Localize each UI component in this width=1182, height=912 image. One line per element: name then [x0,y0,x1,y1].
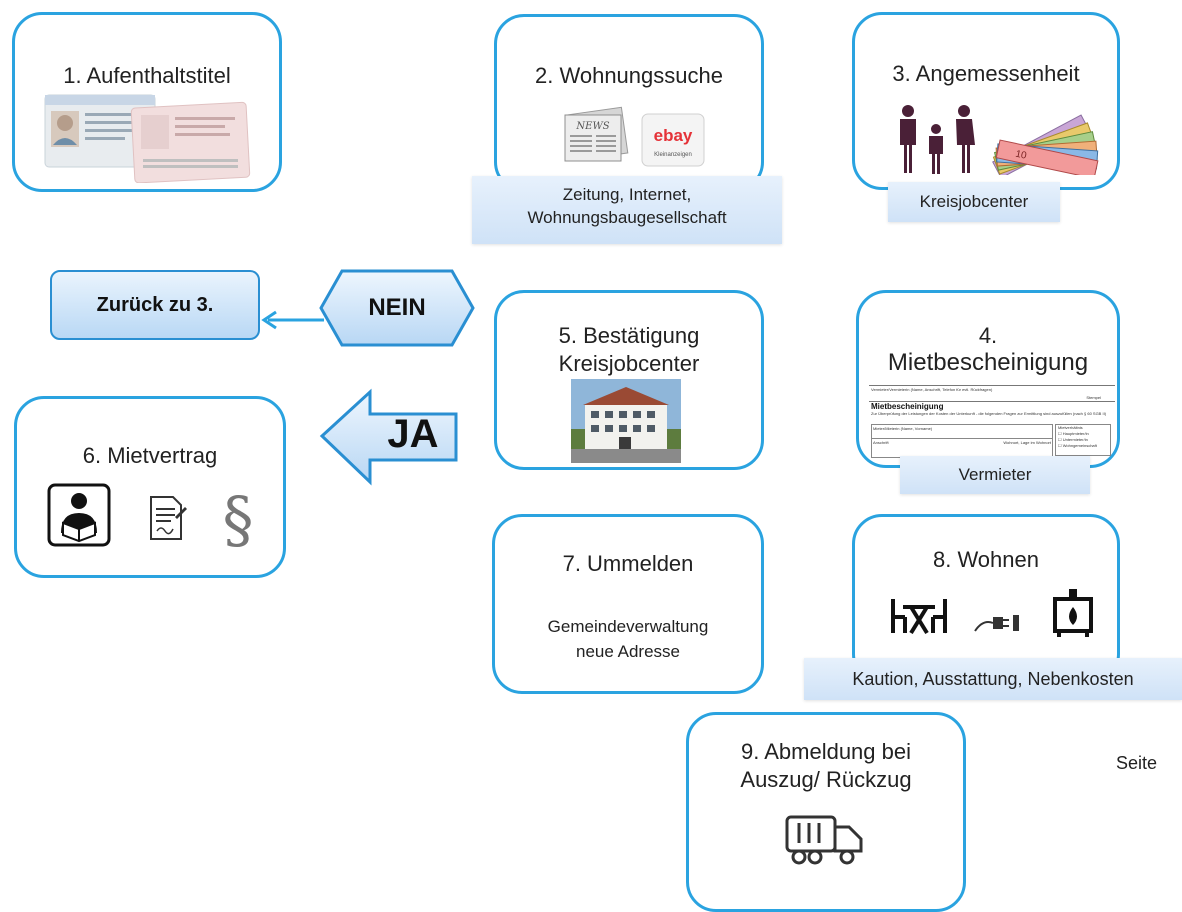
ja-arrow-shape [319,388,458,486]
doc-col-left: Mieter/Mieterin (Name, Vorname) [873,426,933,431]
nein-label: NEIN [368,294,426,321]
tag-angemessenheit: Kreisjobcenter [888,182,1060,222]
tag-wohnen: Kaution, Ausstattung, Nebenkosten [804,658,1182,700]
family-icon [900,105,975,174]
dining-table-icon [891,599,947,635]
ja-label: JA [387,412,439,456]
tag-mietbescheinigung: Vermieter [900,456,1090,494]
card-title-line1: 9. Abmeldung bei [740,739,912,764]
card-aufenthaltstitel: 1. Aufenthaltstitel [12,12,282,192]
card-bestaetigung: 5. Bestätigung Kreisjobcenter [494,290,764,470]
residence-permit-card-image [44,94,251,183]
card-title-number: 4. [978,323,998,348]
tag-text: Kaution, Ausstattung, Nebenkosten [852,669,1134,689]
tag-text: Kreisjobcenter [919,192,1029,211]
page-label: Seite [1116,753,1158,773]
doc-header: Vermieter/Vermieterin (Name, Anschrift, … [871,387,993,392]
doc-col-right: Wohnort, Lage im Wohnort [1003,440,1051,445]
ebay-kleinanzeigen-logo: ebay Kleinanzeigen [641,113,705,167]
banknote-10: 10 [1014,149,1028,162]
back-arrow-line [261,310,324,330]
ummelden-sub-line2: neue Adresse [576,642,680,661]
tag-line: Wohnungsbaugesellschaft [527,207,727,227]
moving-truck-icon [785,815,863,865]
newspaper-label: NEWS [575,121,609,132]
ummelden-sub-line1: Gemeindeverwaltung [547,617,709,636]
doc-check-item: ☐ Untermieter/in [1058,437,1088,442]
doc-check-item: ☐ Hauptmieter/in [1058,431,1089,436]
banknotes-image: 500 200 100 50 20 10 [992,114,1099,175]
card-title: 7. Ummelden [562,551,694,576]
back-to-step-3-button[interactable]: Zurück zu 3. [50,270,260,340]
kreisjobcenter-building-photo [571,379,681,463]
stove-heater-icon [1053,589,1093,637]
power-plug-icon [974,615,1019,632]
paragraph-glyph: § [223,485,254,551]
nein-hexagon-shape [319,269,475,347]
card-title: 8. Wohnen [932,547,1039,572]
doc-title: Mietbescheinigung [871,402,944,411]
mietbescheinigung-document: Vermieter/Vermieterin (Name, Anschrift, … [869,385,1115,458]
card-mietvertrag: 6. Mietvertrag § [14,396,286,578]
card-title: Mietbescheinigung [887,349,1089,376]
ebay-text: ebay [654,126,693,145]
doc-check-item: ☐ Wohngemeinschaft [1058,443,1097,448]
card-angemessenheit: 3. Angemessenheit 500 200 100 50 [852,12,1120,190]
card-title-line2: Kreisjobcenter [558,351,700,376]
reading-person-icon [47,483,111,547]
card-abmeldung: 9. Abmeldung bei Auszug/ Rückzug [686,712,966,912]
doc-subtitle: Zur Überprüfung der Leistungen der Koste… [871,411,1107,416]
ebay-sub-text: Kleinanzeigen [654,152,692,158]
tag-wohnungssuche: Zeitung, Internet, Wohnungsbaugesellscha… [472,176,782,244]
doc-stamp: Stempel [1086,395,1101,400]
contract-document-icon [150,496,187,540]
tag-text: Vermieter [958,465,1032,484]
card-title: 6. Mietvertrag [82,443,218,468]
card-title: 1. Aufenthaltstitel [63,63,231,88]
tag-line: Zeitung, Internet, [562,185,692,204]
doc-col-mid: Anschrift [873,440,889,445]
card-title: 2. Wohnungssuche [535,63,723,88]
card-mietbescheinigung: 4. Mietbescheinigung Vermieter/Vermieter… [856,290,1120,468]
card-title-line2: Auszug/ Rückzug [740,767,912,792]
paragraph-section-icon: § [223,485,254,551]
card-ummelden: 7. Ummelden Gemeindeverwaltung neue Adre… [492,514,764,694]
doc-check-heading: Mietverhältnis [1058,425,1083,430]
card-title: 3. Angemessenheit [892,61,1080,86]
card-wohnungssuche: 2. Wohnungssuche NEWS ebay Kleinanzeigen [494,14,764,192]
newspaper-icon: NEWS [564,106,629,162]
card-title-line1: 5. Bestätigung [558,323,700,348]
